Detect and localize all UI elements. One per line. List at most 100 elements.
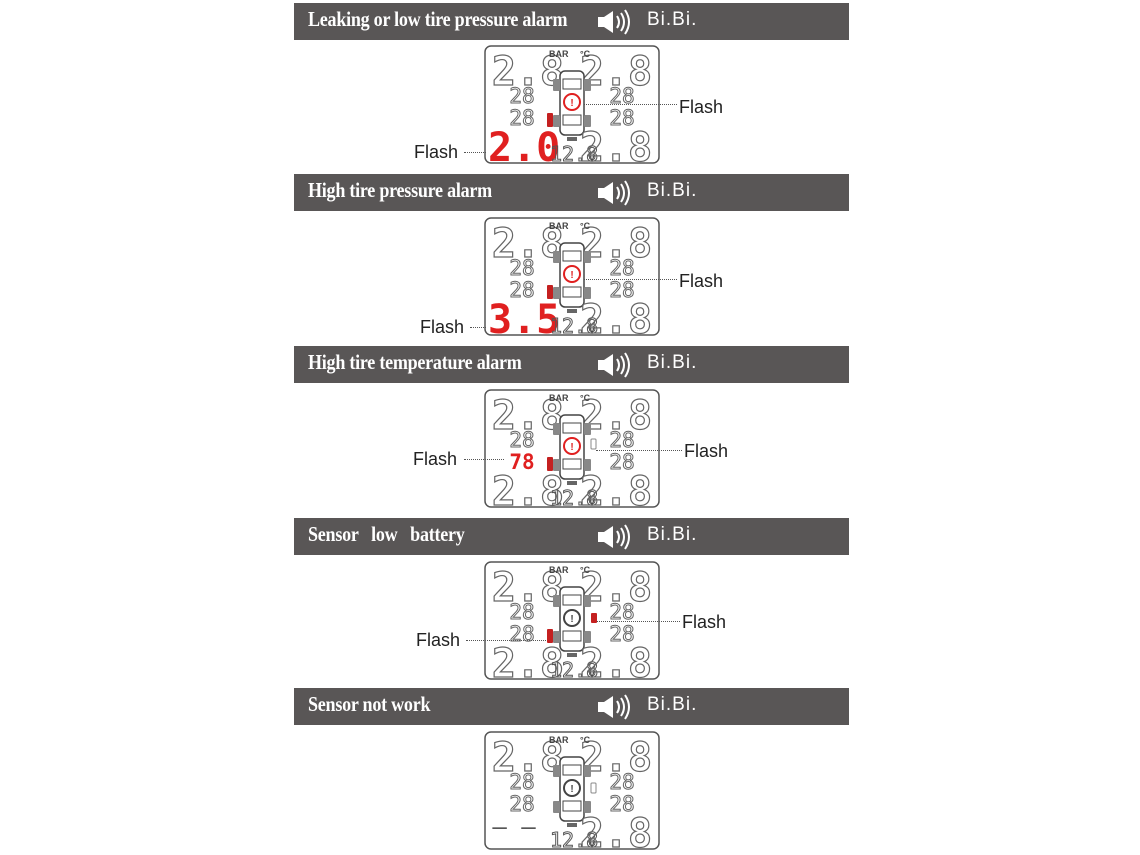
temp-unit: °C (580, 49, 591, 59)
temp-unit: °C (580, 393, 591, 403)
speaker-icon (598, 9, 630, 35)
left-small-1: 28 (509, 256, 534, 280)
right-indicator (590, 438, 597, 450)
rear-left-pressure: 2.0 (488, 125, 560, 164)
alarm-banner-high-temperature: High tire temperature alarm Bi.Bi. (294, 346, 849, 383)
flash-leader-line (466, 640, 546, 641)
alarm-sound-text: Bi.Bi. (647, 352, 698, 373)
tpms-display-panel: 2.8 2.8 BAR °C 28 28 28 28 ! 2.0 12.8 V … (484, 45, 660, 164)
right-small-2: 28 (609, 450, 634, 474)
car-icon: ! (553, 242, 591, 313)
front-left-pressure: 2.8 (492, 49, 564, 95)
car-icon: ! (553, 756, 591, 827)
right-small-2: 28 (609, 106, 634, 130)
voltage-unit: V (589, 669, 595, 679)
right-indicator (591, 613, 597, 623)
rear-right-pressure: 2.8 (580, 297, 652, 336)
flash-label-left: Flash (414, 142, 459, 162)
left-small-2: 28 (509, 622, 534, 646)
tpms-warning-icon (563, 779, 581, 797)
right-small-1: 28 (609, 600, 634, 624)
speaker-icon (598, 180, 630, 206)
alarm-title: High tire pressure alarm (308, 178, 492, 202)
rear-right-pressure: 2.8 (580, 641, 652, 680)
voltage: 12.8 (550, 828, 598, 850)
svg-text:!: ! (570, 614, 573, 625)
left-indicator (547, 285, 553, 299)
rear-left-pressure: 2.8 (492, 469, 564, 508)
left-indicator (547, 457, 553, 471)
car-icon: ! (553, 586, 591, 657)
alarm-sound-text: Bi.Bi. (647, 9, 698, 30)
car-icon: ! (553, 70, 591, 141)
svg-text:!: ! (570, 784, 573, 795)
voltage: 12.8 (550, 314, 598, 336)
flash-leader-line (584, 104, 677, 105)
pressure-unit: BAR (549, 565, 569, 575)
right-small-2: 28 (609, 622, 634, 646)
rear-right-pressure: 2.8 (580, 469, 652, 508)
voltage-unit: V (589, 153, 595, 163)
flash-leader-line (470, 327, 486, 328)
left-small-2: 28 (509, 106, 534, 130)
right-small-2: 28 (609, 278, 634, 302)
left-small-1: 28 (509, 600, 534, 624)
front-right-pressure: 2.8 (580, 393, 652, 439)
flash-leader-line (596, 450, 682, 451)
flash-label-left: Flash (420, 317, 465, 337)
pressure-unit: BAR (549, 49, 569, 59)
flash-label-left: Flash (413, 449, 458, 469)
alarm-banner-sensor-not-work: Sensor not work Bi.Bi. (294, 688, 849, 725)
front-right-pressure: 2.8 (580, 49, 652, 95)
flash-leader-line (597, 621, 680, 622)
front-right-pressure: 2.8 (580, 221, 652, 267)
voltage-unit: V (589, 325, 595, 335)
tpms-warning-icon (563, 609, 581, 627)
tpms-warning-icon (563, 437, 581, 455)
alarm-sound-text: Bi.Bi. (647, 694, 698, 715)
temp-unit: °C (580, 565, 591, 575)
pressure-unit: BAR (549, 735, 569, 745)
svg-text:!: ! (570, 270, 573, 281)
front-left-pressure: 2.8 (492, 393, 564, 439)
right-small-2: 28 (609, 792, 634, 816)
speaker-icon (598, 524, 630, 550)
right-indicator (590, 782, 597, 794)
flash-leader-line (584, 279, 677, 280)
flash-label-right: Flash (679, 271, 724, 291)
flash-label-right: Flash (682, 612, 727, 632)
left-indicator (547, 113, 553, 127)
right-small-1: 28 (609, 770, 634, 794)
alarm-sound-text: Bi.Bi. (647, 524, 698, 545)
alarm-banner-leaking: Leaking or low tire pressure alarm Bi.Bi… (294, 3, 849, 40)
alarm-title: High tire temperature alarm (308, 350, 522, 374)
left-small-1: 28 (509, 84, 534, 108)
left-small-2: 78 (509, 450, 534, 474)
svg-text:!: ! (570, 442, 573, 453)
tpms-warning-icon (563, 265, 581, 283)
left-small-2: 28 (509, 792, 534, 816)
speaker-icon (598, 694, 630, 720)
flash-label-left: Flash (416, 630, 461, 650)
flash-leader-line (464, 459, 504, 460)
voltage: 12.8 (550, 658, 598, 680)
rear-left-pressure: 3.5 (488, 297, 560, 336)
right-small-1: 28 (609, 428, 634, 452)
tpms-display-panel: 2.8 2.8 BAR °C 28 78 28 28 ! 2.8 12.8 V … (484, 389, 660, 508)
car-icon: ! (553, 414, 591, 485)
voltage: 12.8 (550, 486, 598, 508)
front-left-pressure: 2.8 (492, 221, 564, 267)
left-small-2: 28 (509, 278, 534, 302)
left-small-1: 28 (509, 428, 534, 452)
temp-unit: °C (580, 735, 591, 745)
alarm-title: Sensor low battery (308, 522, 465, 546)
tpms-display-panel: 2.8 2.8 BAR °C 28 28 28 28 ! – – 12.8 V … (484, 731, 660, 850)
tpms-display-panel: 2.8 2.8 BAR °C 28 28 28 28 ! 3.5 12.8 V … (484, 217, 660, 336)
left-small-1: 28 (509, 770, 534, 794)
voltage-unit: V (589, 497, 595, 507)
alarm-title: Leaking or low tire pressure alarm (308, 7, 568, 31)
right-small-1: 28 (609, 256, 634, 280)
rear-left-pressure: 2.8 (492, 641, 564, 680)
front-left-pressure: 2.8 (492, 565, 564, 611)
pressure-unit: BAR (549, 221, 569, 231)
